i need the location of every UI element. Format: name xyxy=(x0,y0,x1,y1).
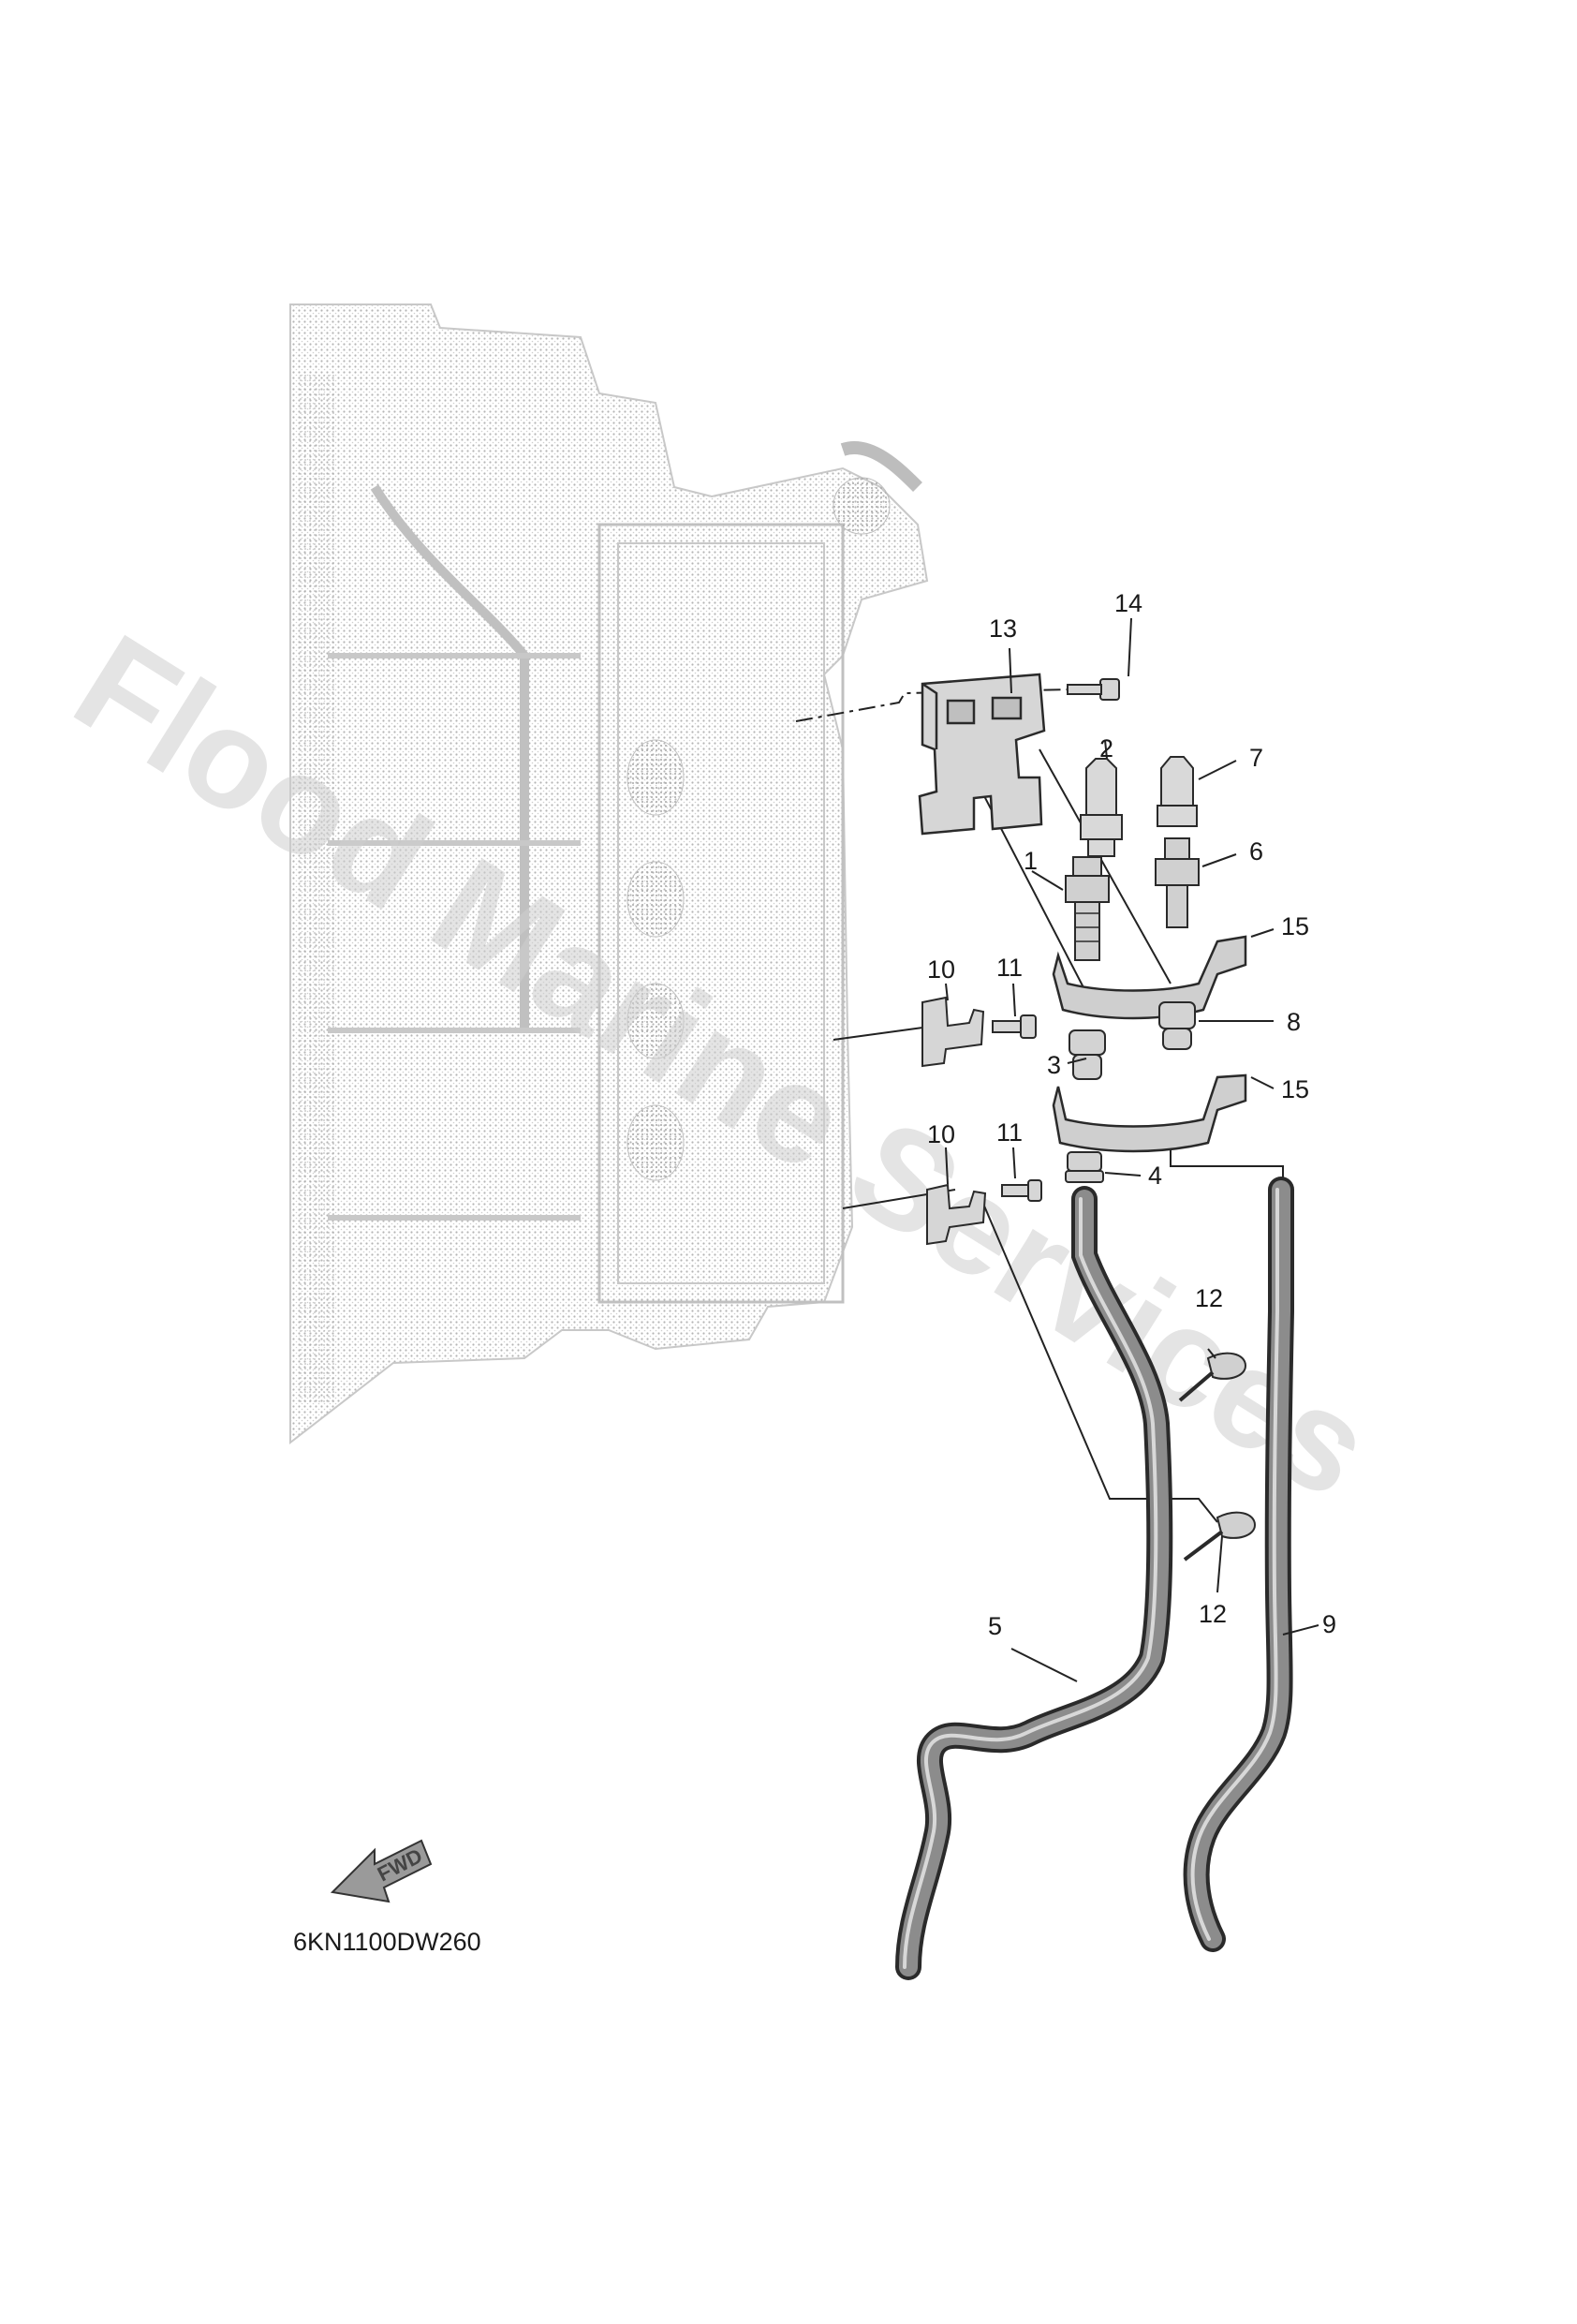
cable-tie-part-12-upper xyxy=(1178,1352,1247,1402)
callout-10-lower: 10 xyxy=(927,1120,955,1148)
callout-5: 5 xyxy=(988,1612,1002,1640)
callout-4: 4 xyxy=(1148,1162,1162,1190)
callout-12-upper: 12 xyxy=(1195,1284,1223,1312)
engine-block-illustration xyxy=(289,303,929,1445)
hose-part-5 xyxy=(895,1186,1173,1980)
bolt-part-11-upper xyxy=(992,1014,1037,1039)
callout-9: 9 xyxy=(1322,1610,1336,1638)
callout-7: 7 xyxy=(1249,744,1263,772)
bolt-part-14 xyxy=(1067,678,1120,701)
cable-tie-part-12-lower xyxy=(1183,1511,1257,1562)
collar-part-4 xyxy=(1065,1151,1104,1183)
callout-3: 3 xyxy=(1047,1051,1061,1079)
fitting-part-6 xyxy=(1155,837,1200,928)
callout-6: 6 xyxy=(1249,837,1263,866)
clamp-part-15-upper xyxy=(1052,935,1247,1020)
callout-10-upper: 10 xyxy=(927,955,955,984)
callout-15-lower: 15 xyxy=(1281,1075,1309,1103)
hose-part-9 xyxy=(1183,1177,1294,1952)
callout-labels: 13 14 2 7 1 6 15 10 11 8 3 15 10 11 4 12… xyxy=(927,589,1336,1640)
bracket-part-10-lower xyxy=(926,1183,987,1246)
callout-11-lower: 11 xyxy=(996,1118,1023,1147)
fitting-part-2 xyxy=(1080,758,1123,857)
fitting-part-1 xyxy=(1065,856,1110,961)
callout-14: 14 xyxy=(1114,589,1142,617)
callout-15-upper: 15 xyxy=(1281,912,1309,940)
grommet-part-8 xyxy=(1158,1001,1196,1050)
callout-leaders xyxy=(945,617,1319,1682)
callout-12-lower: 12 xyxy=(1199,1600,1227,1628)
bracket-part-13 xyxy=(918,673,1046,836)
bolt-part-11-lower xyxy=(1001,1179,1042,1202)
forward-arrow-icon: FWD xyxy=(330,1839,433,1903)
callout-1: 1 xyxy=(1024,847,1038,875)
fitting-part-7 xyxy=(1157,756,1198,827)
bracket-part-10-upper xyxy=(921,996,985,1068)
callout-8: 8 xyxy=(1287,1008,1301,1036)
diagram-code: 6KN1100DW260 xyxy=(293,1928,481,1956)
clamp-part-15-lower xyxy=(1052,1073,1247,1153)
callout-2: 2 xyxy=(1099,734,1113,762)
callout-11-upper: 11 xyxy=(996,954,1023,982)
callout-13: 13 xyxy=(989,614,1017,643)
grommet-part-3 xyxy=(1069,1029,1106,1080)
